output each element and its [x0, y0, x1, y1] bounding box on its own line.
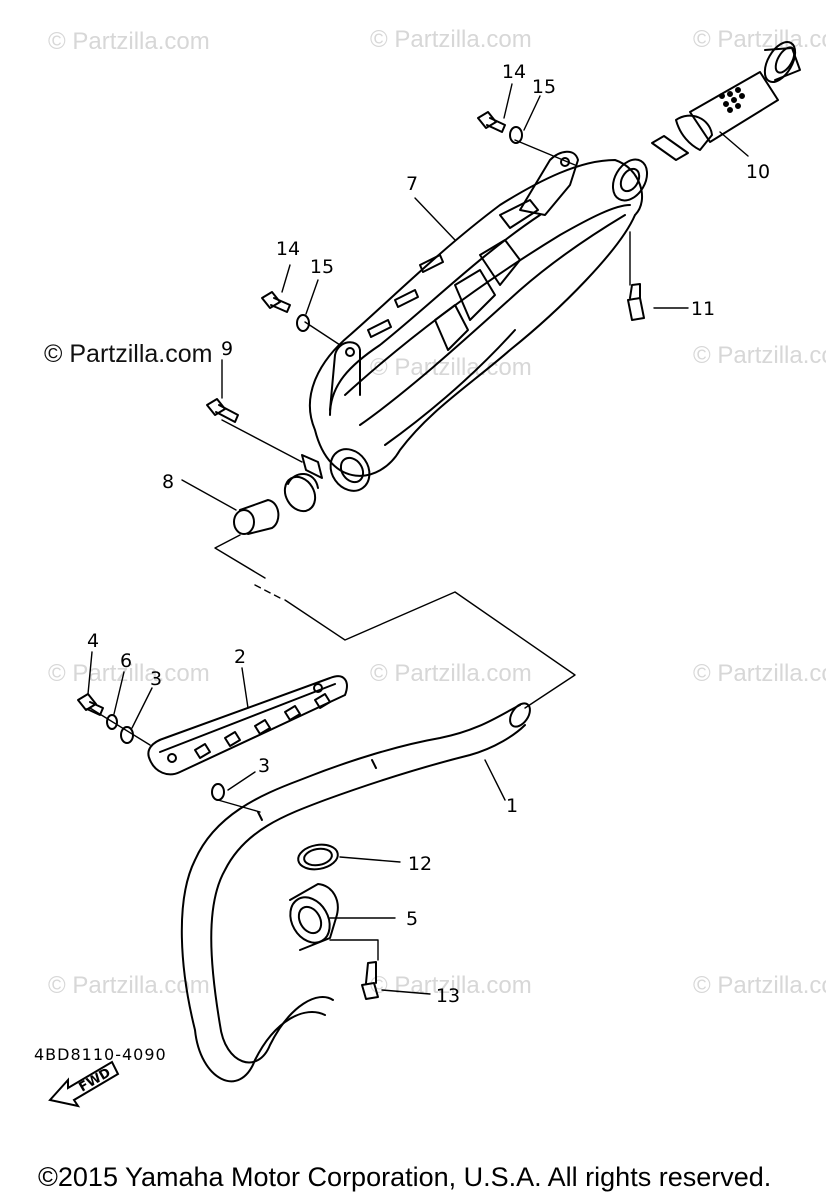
- callout-15b: 15: [310, 256, 334, 278]
- callout-4: 4: [87, 630, 99, 652]
- callout-9: 9: [221, 338, 233, 360]
- washer-15-lower: [296, 314, 310, 332]
- exhaust-pipe: [180, 702, 531, 1083]
- bolt-4: [77, 693, 104, 716]
- watermark-prominent: © Partzilla.com: [44, 340, 213, 368]
- callout-11: 11: [691, 298, 715, 320]
- watermark: © Partzilla.com: [693, 972, 826, 999]
- callout-5: 5: [406, 908, 418, 930]
- washer-6: [106, 714, 118, 730]
- callout-7: 7: [406, 173, 418, 195]
- bolt-14-lower: [261, 291, 291, 313]
- bolt-9: [206, 398, 239, 423]
- watermark: © Partzilla.com: [370, 354, 532, 381]
- bolt-14-upper: [477, 111, 506, 133]
- callout-12: 12: [408, 853, 432, 875]
- watermark: © Partzilla.com: [693, 342, 826, 369]
- callout-6: 6: [120, 650, 132, 672]
- spark-arrester: [651, 41, 801, 161]
- watermark: © Partzilla.com: [693, 26, 826, 53]
- callout-8: 8: [162, 471, 174, 493]
- callout-10: 10: [746, 161, 770, 183]
- bolt-11: [627, 283, 645, 321]
- watermark: © Partzilla.com: [370, 972, 532, 999]
- callout-14a: 14: [502, 61, 526, 83]
- grommet-3a: [120, 726, 134, 744]
- heat-protector: [147, 675, 348, 776]
- callout-1: 1: [506, 795, 518, 817]
- bolt-13: [361, 961, 379, 1000]
- fwd-arrow-icon: FWD: [48, 1060, 120, 1108]
- copyright-notice: ©2015 Yamaha Motor Corporation, U.S.A. A…: [38, 1162, 772, 1192]
- watermark: © Partzilla.com: [370, 26, 532, 53]
- callout-2: 2: [234, 646, 246, 668]
- sleeve-8: [233, 499, 280, 535]
- watermark: © Partzilla.com: [48, 28, 210, 55]
- washer-15-upper: [509, 126, 523, 144]
- callout-15a: 15: [532, 76, 556, 98]
- grommet-3b: [211, 783, 225, 801]
- watermark: © Partzilla.com: [48, 660, 210, 687]
- callout-14b: 14: [276, 238, 300, 260]
- muffler-assembly: [283, 150, 649, 513]
- watermark: © Partzilla.com: [48, 972, 210, 999]
- fwd-label: FWD: [77, 1065, 114, 1095]
- callout-3a: 3: [150, 668, 162, 690]
- drawing-code: 4BD8110-4090: [34, 1045, 167, 1064]
- watermark: © Partzilla.com: [693, 660, 826, 687]
- watermark: © Partzilla.com: [370, 660, 532, 687]
- callout-13: 13: [436, 985, 460, 1007]
- callout-3b: 3: [258, 755, 270, 777]
